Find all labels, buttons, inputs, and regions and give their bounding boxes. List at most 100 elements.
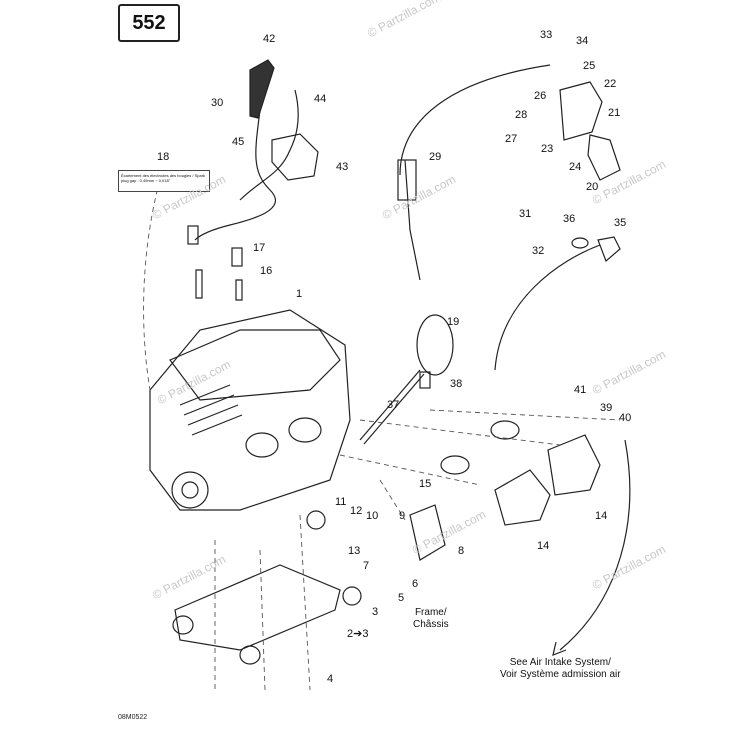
- air-intake-cable: [559, 439, 631, 651]
- callout-14-left[interactable]: 14: [537, 540, 550, 552]
- align-line-3: [259, 549, 266, 691]
- callout-13[interactable]: 13: [348, 545, 361, 557]
- align-line-1: [299, 514, 311, 691]
- spark-plug-left: [195, 269, 203, 299]
- callout-9[interactable]: 9: [399, 510, 406, 522]
- callout-4[interactable]: 4: [327, 673, 334, 685]
- callout-16[interactable]: 16: [260, 265, 273, 277]
- callout-22[interactable]: 22: [604, 78, 617, 90]
- callout-28[interactable]: 28: [515, 109, 528, 121]
- magneto-hub: [181, 481, 199, 499]
- module-29: [397, 159, 417, 201]
- callout-33[interactable]: 33: [540, 29, 553, 41]
- align-line-4: [359, 419, 561, 446]
- rubber-mount-left: [172, 615, 194, 635]
- callout-7[interactable]: 7: [363, 560, 370, 572]
- air-intake-note-line1: See Air Intake System/: [509, 657, 611, 668]
- carburetor-left: [494, 469, 551, 526]
- plug-cap-left: [187, 225, 199, 245]
- intake-port-right: [288, 417, 322, 443]
- callout-25[interactable]: 25: [583, 60, 596, 72]
- throttle-cable: [399, 64, 551, 176]
- mount-bracket-8: [409, 504, 446, 561]
- callout-41[interactable]: 41: [574, 384, 587, 396]
- callout-45[interactable]: 45: [232, 136, 245, 148]
- tank-cap-19: [416, 314, 454, 376]
- rubber-mount-right: [239, 645, 261, 665]
- callout-40[interactable]: 40: [619, 412, 632, 424]
- frame-note-line1: Frame/: [414, 607, 447, 618]
- align-line-7: [379, 479, 406, 521]
- callout-44[interactable]: 44: [314, 93, 327, 105]
- cylinder-fins: [179, 384, 243, 436]
- air-intake-note: See Air Intake System/ Voir Système admi…: [500, 657, 621, 681]
- frame-note-line2: Châssis: [413, 619, 449, 630]
- air-intake-arrow: [552, 641, 567, 656]
- callout-30[interactable]: 30: [211, 97, 224, 109]
- callout-3[interactable]: 3: [372, 606, 379, 618]
- callout-32[interactable]: 32: [532, 245, 545, 257]
- callout-35[interactable]: 35: [614, 217, 627, 229]
- callout-31[interactable]: 31: [519, 208, 532, 220]
- spark-plug-wire-2: [239, 89, 299, 201]
- align-line-6: [429, 409, 621, 421]
- callout-21[interactable]: 21: [608, 107, 621, 119]
- callout-36[interactable]: 36: [563, 213, 576, 225]
- clamp-upper: [490, 420, 520, 440]
- frame-note: Frame/ Châssis: [413, 607, 449, 631]
- engine-head: [169, 329, 341, 401]
- callout-6[interactable]: 6: [412, 578, 419, 590]
- callout-10[interactable]: 10: [366, 510, 379, 522]
- plug-cap-right: [231, 247, 243, 267]
- rubber-mount-3: [342, 586, 362, 606]
- leader-18: [143, 171, 163, 391]
- callout-27[interactable]: 27: [505, 133, 518, 145]
- air-intake-note-line2: Voir Système admission air: [500, 669, 621, 680]
- ignition-coil: [271, 133, 319, 181]
- callout-24[interactable]: 24: [569, 161, 582, 173]
- cap-36: [571, 237, 589, 249]
- callout-34[interactable]: 34: [576, 35, 589, 47]
- intake-port-left: [245, 432, 279, 458]
- throttle-assembly: [559, 81, 603, 141]
- callout-18[interactable]: 18: [157, 151, 170, 163]
- spark-plug-wire: [194, 94, 277, 241]
- cable-35: [494, 244, 601, 371]
- callout-42[interactable]: 42: [263, 33, 276, 45]
- callout-17[interactable]: 17: [253, 242, 266, 254]
- callout-15[interactable]: 15: [419, 478, 432, 490]
- rubber-11: [306, 510, 326, 530]
- callout-12[interactable]: 12: [350, 505, 363, 517]
- magneto-cover: [171, 471, 209, 509]
- callout-20[interactable]: 20: [586, 181, 599, 193]
- carburetor-right: [547, 434, 601, 496]
- align-line-5: [339, 454, 481, 486]
- spark-plug-right: [235, 279, 243, 301]
- callout-11[interactable]: 11: [335, 496, 347, 508]
- callout-38[interactable]: 38: [450, 378, 463, 390]
- callout-2[interactable]: 2➔3: [347, 628, 369, 640]
- spark-plug-gap-label: Écartement des électrodes des bougies / …: [118, 170, 210, 192]
- dipstick-37: [359, 369, 425, 445]
- callout-1[interactable]: 1: [296, 288, 303, 300]
- callout-29[interactable]: 29: [429, 151, 442, 163]
- callout-37[interactable]: 37: [387, 399, 400, 411]
- callout-23[interactable]: 23: [541, 143, 554, 155]
- boot-hose: [249, 59, 275, 119]
- filter-38: [419, 371, 431, 389]
- callout-8[interactable]: 8: [458, 545, 465, 557]
- engine-mount-plate: [174, 564, 341, 651]
- cable-29: [404, 159, 421, 281]
- callout-5[interactable]: 5: [398, 592, 405, 604]
- callout-39[interactable]: 39: [600, 402, 613, 414]
- throttle-lever-20: [587, 134, 621, 181]
- page-number: 552: [118, 4, 180, 42]
- engine-block: [149, 309, 351, 511]
- callout-43[interactable]: 43: [336, 161, 349, 173]
- callout-14-right[interactable]: 14: [595, 510, 608, 522]
- callout-19[interactable]: 19: [447, 316, 460, 328]
- tank-35: [597, 236, 621, 263]
- callout-26[interactable]: 26: [534, 90, 547, 102]
